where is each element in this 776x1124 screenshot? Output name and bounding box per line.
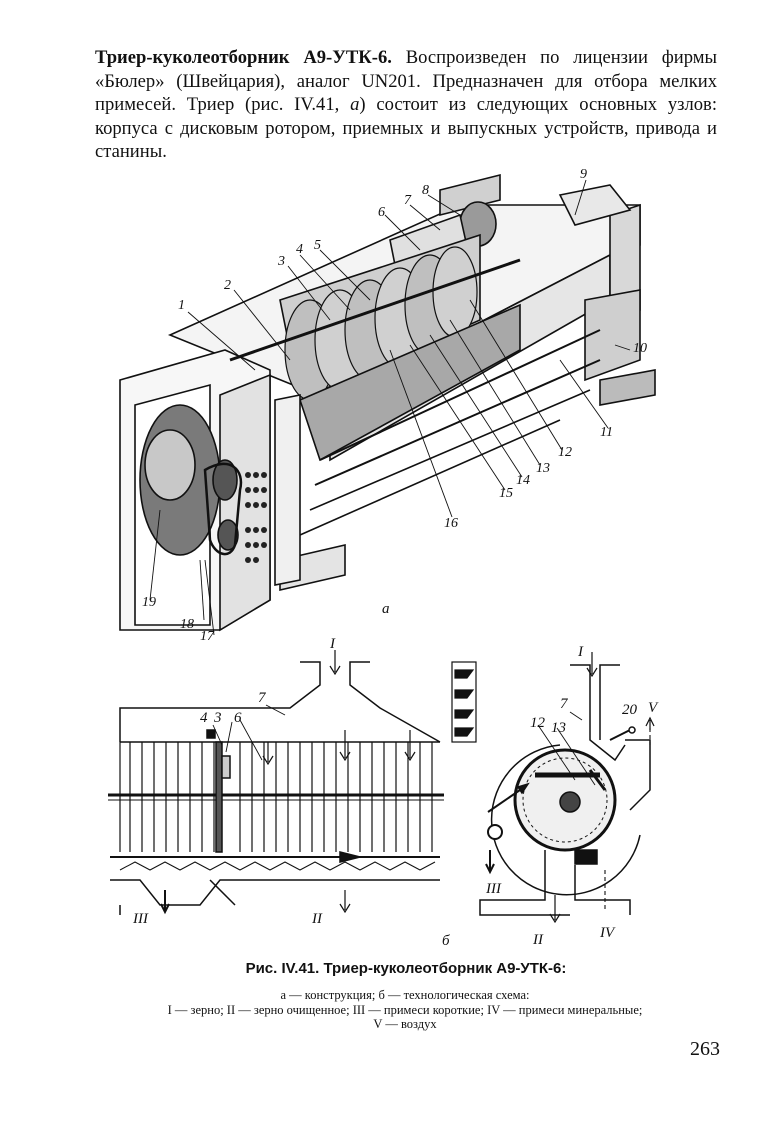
scheme-cross-section <box>479 652 655 924</box>
svg-text:12: 12 <box>558 445 572 460</box>
svg-text:I: I <box>329 636 336 652</box>
svg-text:9: 9 <box>580 167 587 182</box>
svg-text:б: б <box>442 933 450 949</box>
svg-text:17: 17 <box>200 629 215 644</box>
svg-text:7: 7 <box>560 696 569 712</box>
intro-paragraph: Триер-куколеотборник А9-УТК-6. Воспроизв… <box>95 46 717 164</box>
svg-text:18: 18 <box>180 617 194 632</box>
svg-text:I: I <box>577 644 584 660</box>
scheme-longitudinal <box>108 650 444 915</box>
svg-text:III: III <box>132 911 149 927</box>
svg-text:4: 4 <box>296 242 303 257</box>
legend-line-3: V — воздух <box>373 1017 437 1031</box>
svg-text:3: 3 <box>213 710 222 726</box>
svg-text:14: 14 <box>516 473 530 488</box>
svg-text:11: 11 <box>600 425 613 440</box>
part-a-callouts: 1 2 3 4 5 6 7 8 9 10 11 12 13 14 15 16 1… <box>142 167 647 644</box>
paragraph-text-1: Воспроизведен по лицензии фирмы «Бюлер» … <box>95 47 717 115</box>
svg-text:16: 16 <box>444 516 458 531</box>
figure-ref: а <box>350 94 360 115</box>
machine-illustration <box>119 173 656 636</box>
legend-line-1: а — конструкция; б — технологическая схе… <box>280 988 530 1002</box>
svg-text:а: а <box>382 601 390 617</box>
page-number: 263 <box>690 1038 720 1060</box>
svg-text:IV: IV <box>599 925 616 941</box>
svg-text:6: 6 <box>234 710 242 726</box>
svg-text:III: III <box>485 881 502 897</box>
legend-line-2: I — зерно; II — зерно очищенное; III — п… <box>167 1002 643 1017</box>
svg-text:12: 12 <box>530 715 546 731</box>
svg-text:II: II <box>532 932 544 948</box>
disc-cell-detail <box>451 661 477 743</box>
svg-text:6: 6 <box>378 205 385 220</box>
scheme-longitudinal-labels: I 7 4 3 6 III II <box>132 636 336 927</box>
svg-text:3: 3 <box>277 254 285 269</box>
scheme-cross-section-labels: I 7 20 V 12 13 III II IV б <box>442 644 659 949</box>
svg-text:2: 2 <box>224 278 231 293</box>
svg-text:13: 13 <box>536 461 550 476</box>
figure-caption: Рис. IV.41. Триер-куколеотборник А9-УТК-… <box>245 960 567 977</box>
svg-text:15: 15 <box>499 486 513 501</box>
figure-legend: а — конструкция; б — технологическая схе… <box>60 988 750 1032</box>
svg-text:1: 1 <box>178 298 185 313</box>
svg-text:4: 4 <box>200 710 208 726</box>
svg-text:7: 7 <box>258 690 267 706</box>
svg-text:19: 19 <box>142 595 156 610</box>
svg-text:II: II <box>311 911 323 927</box>
svg-text:13: 13 <box>551 720 566 736</box>
svg-text:10: 10 <box>633 341 647 356</box>
svg-text:5: 5 <box>314 238 321 253</box>
svg-text:7: 7 <box>404 193 412 208</box>
paragraph-text-2: ) состоит из следующих основных узлов: к… <box>95 94 717 162</box>
svg-text:V: V <box>648 700 659 716</box>
svg-text:8: 8 <box>422 183 429 198</box>
machine-title: Триер-куколеотборник А9-УТК-6. <box>95 47 392 68</box>
svg-text:20: 20 <box>622 702 638 718</box>
